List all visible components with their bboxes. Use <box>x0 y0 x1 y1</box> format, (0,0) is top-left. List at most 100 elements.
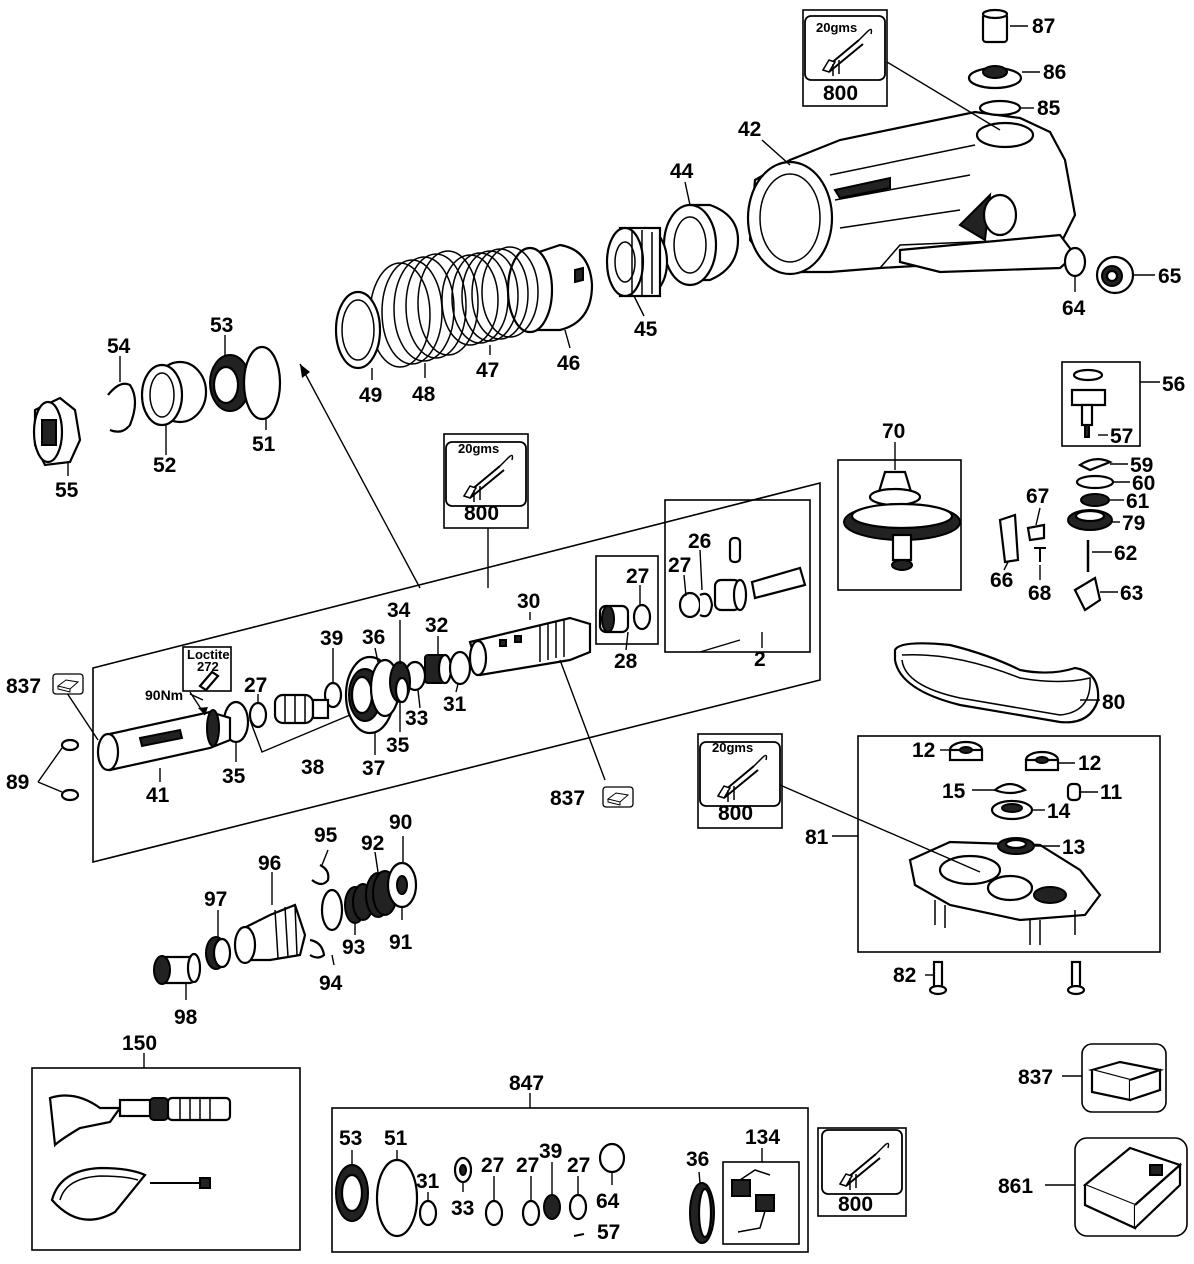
label-27a: 27 <box>668 554 691 577</box>
kit-label-27c: 27 <box>567 1154 590 1177</box>
label-90: 90 <box>389 811 412 834</box>
part-59-clip <box>1077 458 1113 472</box>
label-48: 48 <box>412 383 436 406</box>
label-861: 861 <box>998 1175 1033 1198</box>
kit-label-39: 39 <box>539 1140 562 1163</box>
grease-box-right <box>697 733 783 829</box>
brush-box-134 <box>722 1161 800 1245</box>
part-837-case <box>1081 1043 1167 1113</box>
callout-labels: 87 86 85 42 44 65 64 45 46 47 48 49 53 5… <box>6 15 1185 1244</box>
label-86: 86 <box>1043 61 1066 84</box>
part-44-bearing <box>662 203 740 287</box>
label-27c: 27 <box>244 674 267 697</box>
label-32: 32 <box>425 614 448 637</box>
label-12a: 12 <box>912 739 935 762</box>
gearcase-box-81 <box>857 735 1161 953</box>
kit-box-847 <box>331 1107 809 1253</box>
part-97-ring <box>205 936 232 970</box>
part-79-gear <box>1067 509 1113 531</box>
case-icon-837a <box>52 673 84 695</box>
label-27b: 27 <box>626 565 649 588</box>
label-55: 55 <box>55 479 79 502</box>
label-46: 46 <box>557 352 580 375</box>
label-70: 70 <box>882 420 905 443</box>
part-27-ring <box>248 701 268 729</box>
part-32-gear <box>424 653 453 685</box>
hammer-assembly-frame <box>92 481 821 864</box>
label-60: 60 <box>1132 472 1155 495</box>
label-56: 56 <box>1162 373 1185 396</box>
label-57: 57 <box>1110 425 1133 448</box>
kit-label-33: 33 <box>451 1197 474 1220</box>
label-35b: 35 <box>386 734 410 757</box>
part-52-sleeve <box>140 360 208 427</box>
leader-lines <box>67 25 1160 1201</box>
label-92: 92 <box>361 832 384 855</box>
label-80: 80 <box>1102 691 1125 714</box>
kit-label-134: 134 <box>745 1126 780 1149</box>
part-90-91-washer <box>386 861 418 909</box>
part-2-conrod <box>678 536 807 619</box>
label-51: 51 <box>252 433 276 456</box>
label-35a: 35 <box>222 765 246 788</box>
part-28-piston <box>598 603 652 634</box>
kit-label-27a: 27 <box>481 1154 504 1177</box>
part-53-seal <box>209 354 251 412</box>
part-65-bearing <box>1095 255 1135 295</box>
conrod-box-2 <box>664 499 811 653</box>
grease-box-top <box>802 9 888 107</box>
label-64: 64 <box>1062 297 1086 320</box>
part-45-clutch-gear <box>605 226 669 298</box>
label-68: 68 <box>1028 582 1052 605</box>
part-11-pin <box>1066 782 1082 802</box>
label-15: 15 <box>942 780 966 803</box>
part-64-oring <box>1063 246 1087 278</box>
part-38-sleeve <box>273 693 330 725</box>
kit-label-53: 53 <box>339 1127 362 1150</box>
part-861-case <box>1074 1137 1188 1237</box>
part-63-lever <box>1073 576 1102 612</box>
label-38: 38 <box>301 756 325 779</box>
label-49: 49 <box>359 384 382 407</box>
part-15-clip <box>992 782 1028 795</box>
part-80-gasket <box>893 642 1100 724</box>
part-12-washer-b <box>1024 750 1060 772</box>
label-91: 91 <box>389 931 413 954</box>
label-81: 81 <box>805 826 829 849</box>
part-46-sleeve <box>506 243 594 334</box>
part-85-ring <box>978 99 1022 117</box>
part-31-ring <box>448 650 472 686</box>
part-41-tool-holder <box>96 709 232 772</box>
label-45: 45 <box>634 318 658 341</box>
part-14-bearing <box>990 799 1034 821</box>
label-79: 79 <box>1122 512 1145 535</box>
label-13: 13 <box>1062 836 1085 859</box>
label-11: 11 <box>1100 781 1123 804</box>
label-34: 34 <box>387 599 411 622</box>
label-62: 62 <box>1114 542 1137 565</box>
part-61-bearing <box>1080 493 1110 507</box>
part-98-bush <box>153 952 202 985</box>
label-33: 33 <box>405 707 428 730</box>
part-94-clip <box>309 938 326 959</box>
grease-weight-mid: 20gms <box>458 441 499 456</box>
label-31: 31 <box>443 693 467 716</box>
grease-box-bottom <box>817 1127 907 1217</box>
label-47: 47 <box>476 359 499 382</box>
part-89-balls <box>60 738 80 802</box>
label-28: 28 <box>614 650 638 673</box>
part-86-plug <box>967 65 1023 90</box>
label-26: 26 <box>688 530 711 553</box>
part-48-spring <box>369 250 479 368</box>
label-59: 59 <box>1130 454 1153 477</box>
grease-box-middle <box>443 433 529 529</box>
part-30-cylinder <box>468 616 592 677</box>
label-89: 89 <box>6 771 29 794</box>
label-14: 14 <box>1047 800 1071 823</box>
label-87: 87 <box>1032 15 1055 38</box>
gear-housing-42 <box>746 110 1077 276</box>
label-63: 63 <box>1120 582 1143 605</box>
label-37: 37 <box>362 757 385 780</box>
grease-code-mid: 800 <box>464 502 499 525</box>
